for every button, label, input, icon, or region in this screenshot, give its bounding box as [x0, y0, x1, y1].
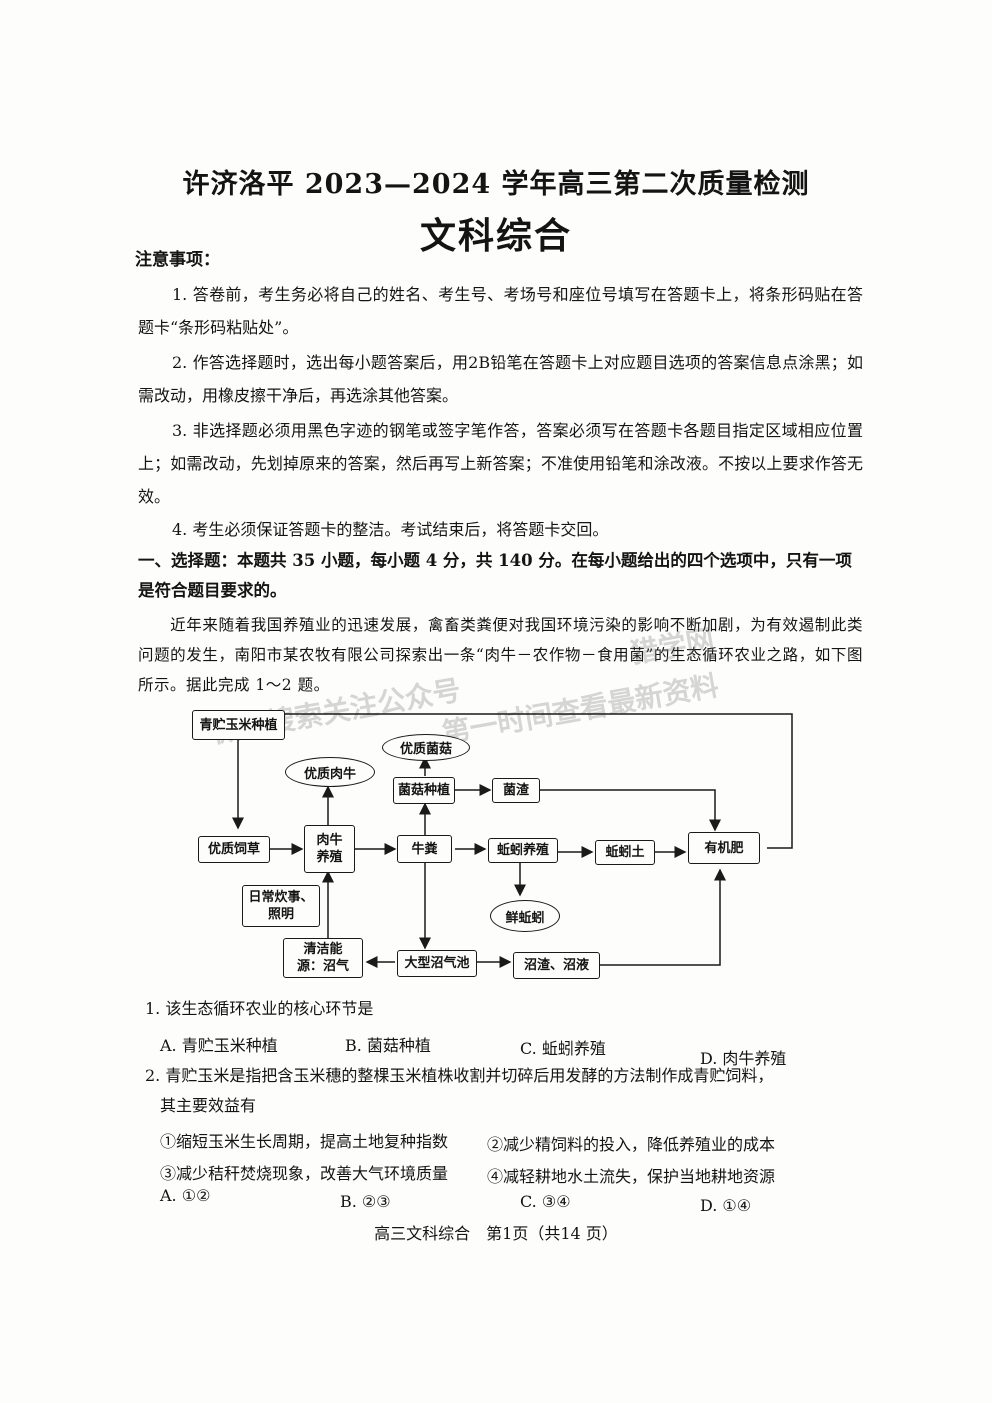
- exam-subject: 文科综合: [419, 215, 572, 257]
- node-corn-planting: 青贮玉米种植: [192, 710, 285, 740]
- notice-heading: 注意事项：: [135, 250, 220, 270]
- node-mushroom-planting: 菌菇种植: [393, 777, 455, 804]
- exam-title: 许济洛平 2023—2024 学年高三第二次质量检测: [182, 169, 810, 200]
- node-biogas-residue: 沼渣、沼液: [513, 952, 600, 979]
- question-2-statement-1: ①缩短玉米生长周期，提高土地复种指数: [160, 1132, 449, 1151]
- question-2-option-a: A. ①②: [160, 1186, 211, 1205]
- node-biogas-pool: 大型沼气池: [397, 950, 477, 977]
- node-clean-energy-biogas: 清洁能源：沼气: [283, 938, 363, 978]
- question-2-statement-4: ④减轻耕地水土流失，保护当地耕地资源: [487, 1167, 776, 1186]
- page-footer: 高三文科综合 第1页（共14 页）: [374, 1224, 618, 1243]
- node-earthworm-soil: 蚯蚓土: [595, 840, 655, 865]
- node-quality-forage: 优质饲草: [198, 836, 270, 863]
- section-heading: 一、选择题：本题共 35 小题，每小题 4 分，共 140 分。在每小题给出的四…: [138, 551, 852, 600]
- notice-item-3: 3. 非选择题必须用黑色字迹的钢笔或签字笔作答，答案必须写在答题卡各题目指定区域…: [138, 421, 863, 506]
- question-intro: 近年来随着我国养殖业的迅速发展，禽畜类粪便对我国环境污染的影响不断加剧，为有效遏…: [138, 616, 863, 694]
- notice-item-1: 1. 答卷前，考生务必将自己的姓名、考生号、考场号和座位号填写在答题卡上，将条形…: [138, 285, 863, 337]
- node-mushroom-residue: 菌渣: [492, 778, 540, 803]
- question-1-option-b: B. 菌菇种植: [345, 1036, 431, 1055]
- node-cattle-dung: 牛粪: [397, 835, 452, 863]
- question-2-statement-2: ②减少精饲料的投入，降低养殖业的成本: [487, 1135, 776, 1154]
- question-2-stem: 2. 青贮玉米是指把含玉米穗的整棵玉米植株收割并切碎后用发酵的方法制作成青贮饲料…: [145, 1066, 774, 1085]
- diagram-arrows: [232, 713, 793, 968]
- question-2-option-c: C. ③④: [520, 1192, 571, 1211]
- node-cattle-farming: 肉牛养殖: [304, 825, 355, 873]
- question-1-option-c: C. 蚯蚓养殖: [520, 1039, 606, 1058]
- question-2-statement-3: ③减少秸秆焚烧现象，改善大气环境质量: [160, 1164, 449, 1183]
- eco-cycle-diagram: 青贮玉米种植 优质饲草 肉牛养殖 优质肉牛 牛粪 菌菇种植 优质菌菇 菌渣 蚯蚓…: [180, 700, 820, 990]
- node-earthworm-farming: 蚯蚓养殖: [488, 838, 558, 863]
- question-2-option-b: B. ②③: [340, 1192, 391, 1211]
- node-fresh-earthworm: 鲜蚯蚓: [490, 900, 560, 932]
- question-2-stem-cont: 其主要效益有: [160, 1096, 257, 1115]
- notice-item-4: 4. 考生必须保证答题卡的整洁。考试结束后，将答题卡交回。: [172, 520, 609, 539]
- node-quality-beef: 优质肉牛: [285, 757, 375, 787]
- node-organic-fertilizer: 有机肥: [688, 832, 760, 864]
- notice-item-2: 2. 作答选择题时，选出每小题答案后，用2B铅笔在答题卡上对应题目选项的答案信息…: [138, 353, 863, 405]
- question-1-option-a: A. 青贮玉米种植: [160, 1036, 278, 1055]
- question-2-option-d: D. ①④: [700, 1196, 752, 1215]
- question-1-stem: 1. 该生态循环农业的核心环节是: [145, 999, 374, 1018]
- node-daily-cooking-lighting: 日常炊事、照明: [242, 885, 320, 927]
- node-quality-mushroom: 优质菌菇: [382, 734, 470, 761]
- question-1-option-d: D. 肉牛养殖: [700, 1049, 787, 1068]
